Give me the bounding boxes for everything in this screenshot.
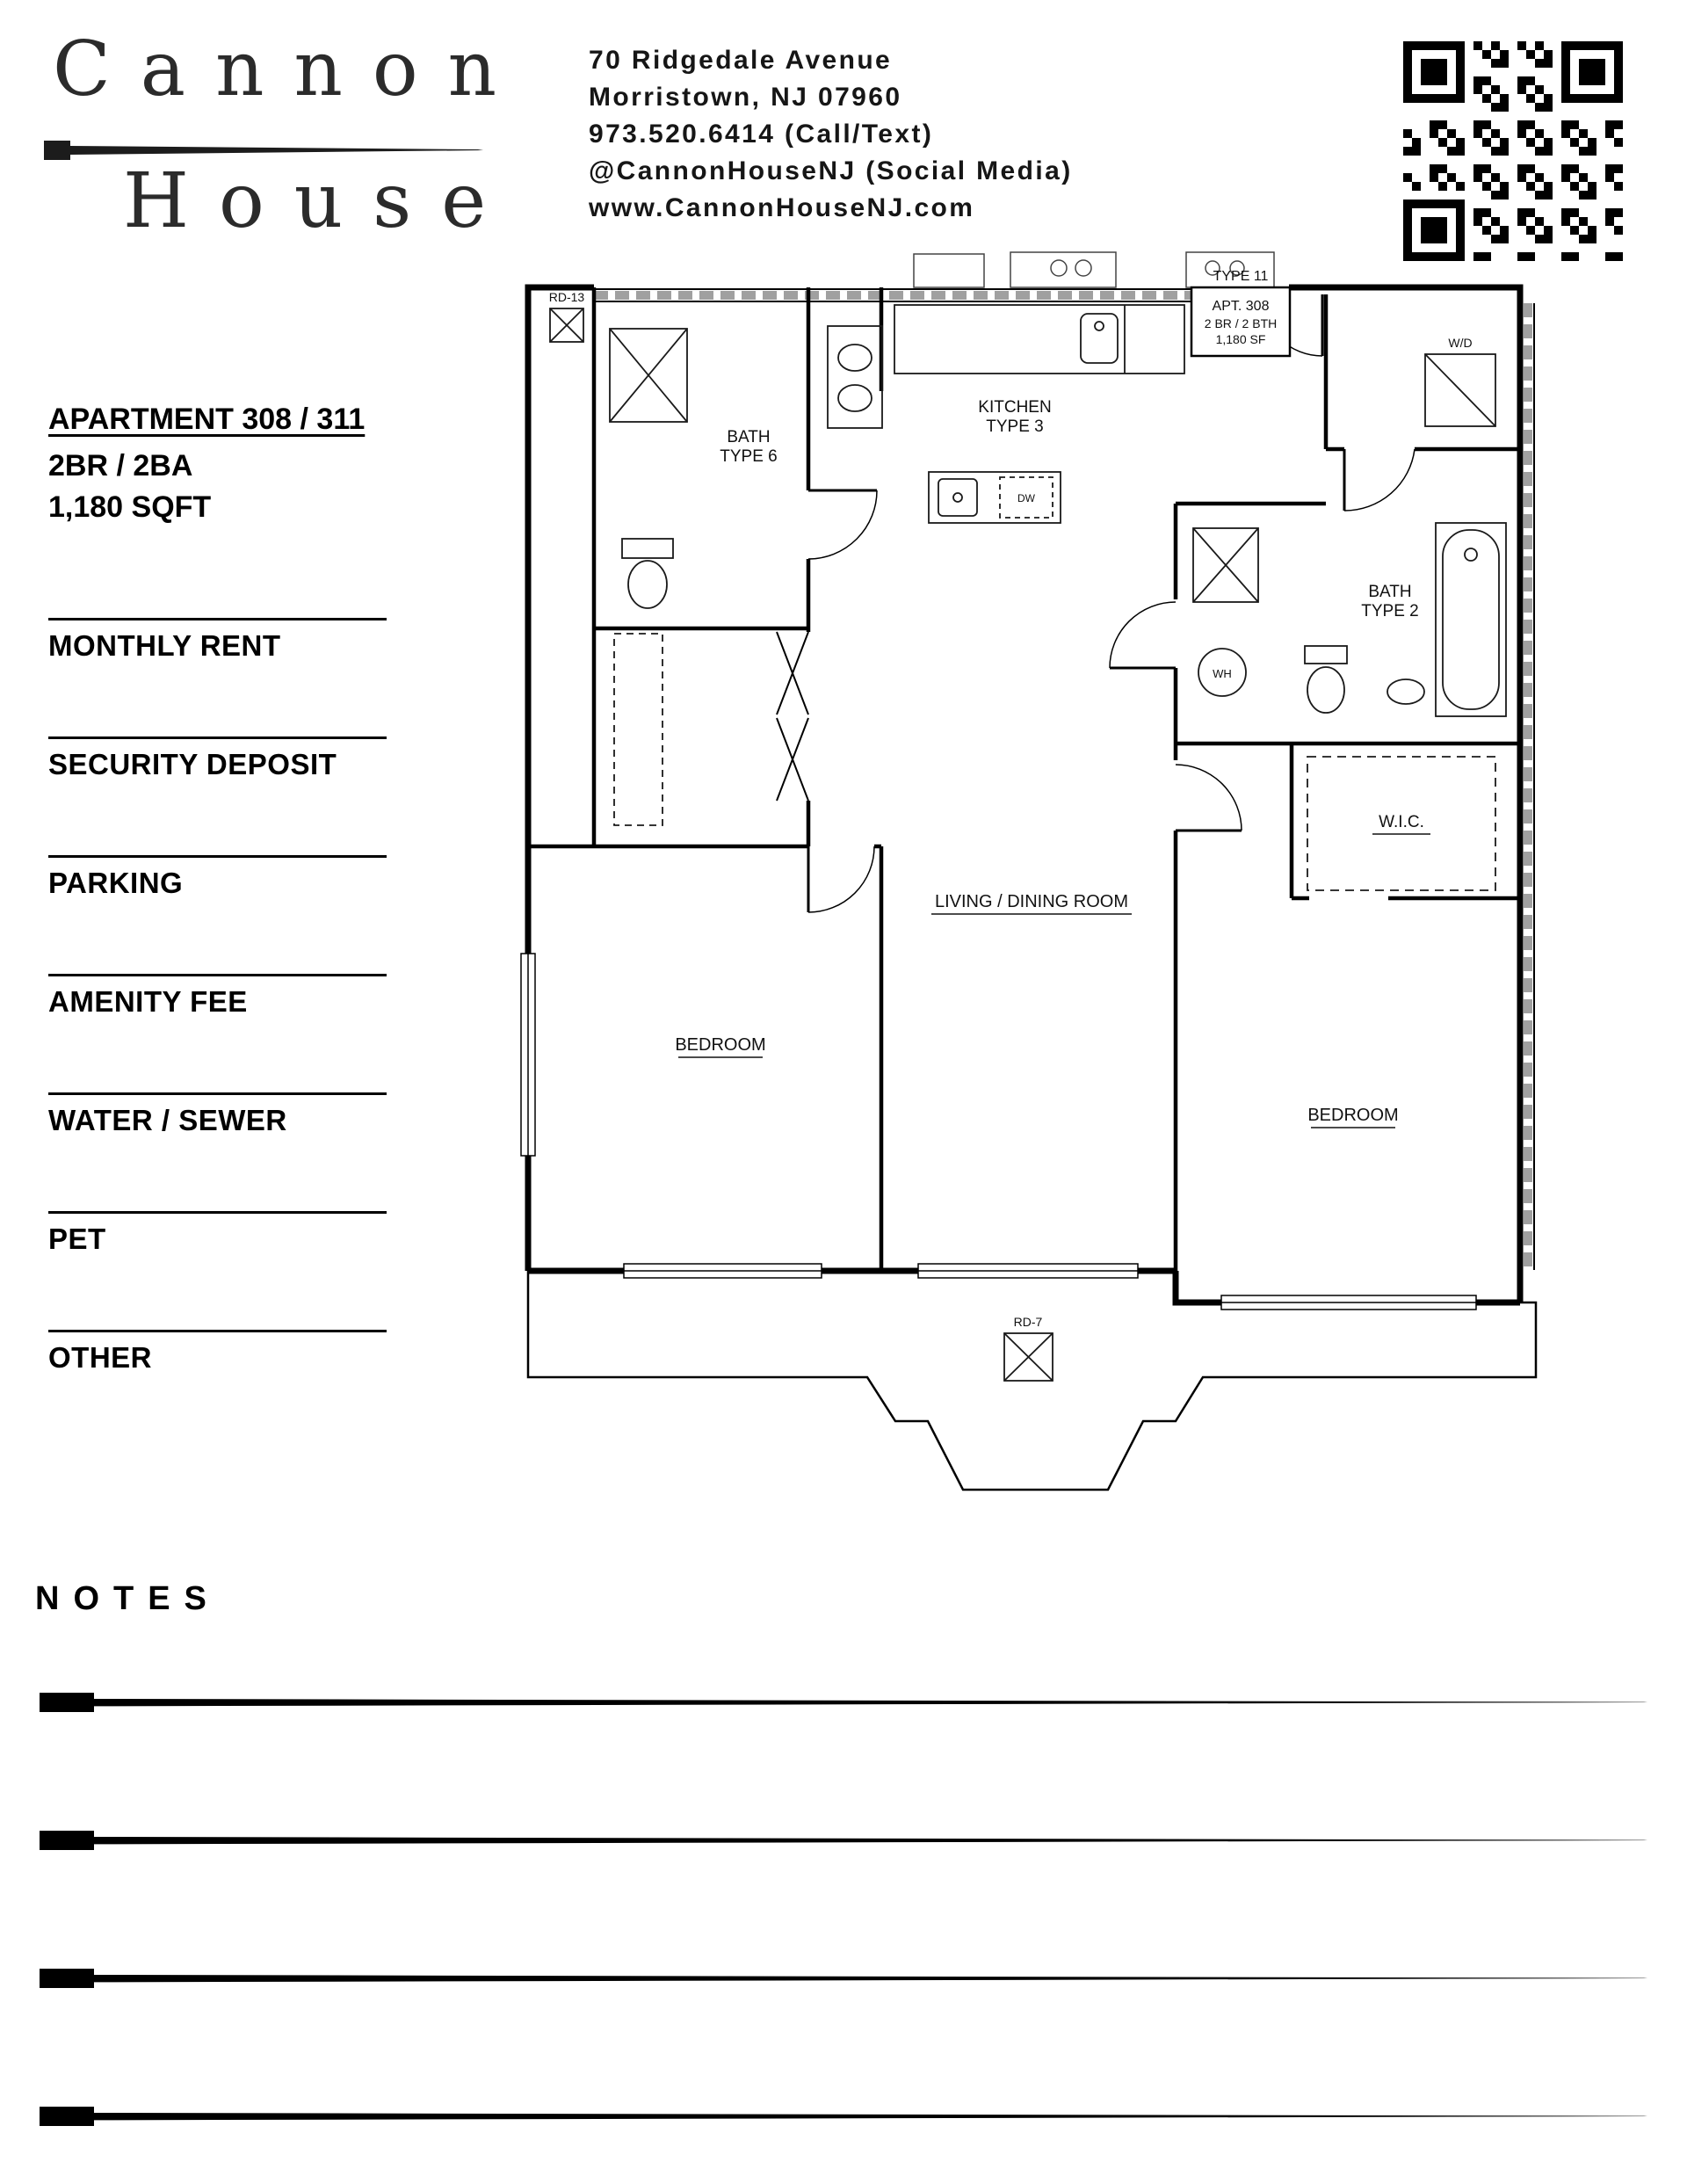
sink-icon bbox=[1387, 678, 1425, 705]
floorplan-labels: RD-13 TYPE 11 APT. 308 2 BR / 2 BTH 1,18… bbox=[549, 269, 1473, 1329]
closet-shelving bbox=[613, 633, 663, 826]
amenity-fee-field: AMENITY FEE bbox=[48, 974, 387, 1019]
field-label: PET bbox=[48, 1223, 106, 1255]
logo-arrow-icon bbox=[44, 141, 483, 160]
windows bbox=[520, 953, 1477, 1310]
fill-in-line bbox=[48, 618, 387, 620]
field-label: MONTHLY RENT bbox=[48, 629, 281, 662]
qr-code bbox=[1403, 41, 1623, 261]
fixtures bbox=[549, 304, 1507, 1382]
notes-title: NOTES bbox=[35, 1580, 221, 1617]
exterior-walls bbox=[525, 284, 1535, 1306]
water-heater-icon bbox=[1198, 648, 1247, 697]
bedroom-right-label: BEDROOM bbox=[1307, 1106, 1398, 1125]
rd7-label: RD-7 bbox=[1014, 1315, 1043, 1329]
logo: House bbox=[123, 163, 516, 239]
contact-phone: 973.520.6414 (Call/Text) bbox=[589, 120, 934, 149]
rd13-label: RD-13 bbox=[549, 290, 585, 304]
field-label: OTHER bbox=[48, 1341, 152, 1374]
dw-label: DW bbox=[1017, 492, 1036, 504]
notes-rule-line bbox=[40, 1693, 1647, 1712]
monthly-rent-field: MONTHLY RENT bbox=[48, 618, 387, 663]
field-label: WATER / SEWER bbox=[48, 1104, 287, 1136]
fill-in-line bbox=[48, 736, 387, 739]
bathtub-icon bbox=[1435, 522, 1507, 717]
wh-label: WH bbox=[1213, 667, 1232, 680]
lease-fields: MONTHLY RENT SECURITY DEPOSIT PARKING AM… bbox=[48, 618, 387, 1448]
logo-line1: Cannon bbox=[53, 25, 527, 113]
contact-social: @CannonHouseNJ (Social Media) bbox=[589, 156, 1073, 185]
bath2-label: BATH bbox=[1368, 583, 1411, 601]
fill-in-line bbox=[48, 1092, 387, 1095]
kitchen-counter bbox=[894, 304, 1185, 374]
apartment-beds-baths: 2BR / 2BA bbox=[48, 449, 193, 483]
logo-line2: House bbox=[123, 157, 517, 245]
vanity-sink-icon bbox=[827, 325, 883, 429]
living-room-label: LIVING / DINING ROOM bbox=[935, 892, 1128, 911]
fill-in-line bbox=[48, 1211, 387, 1214]
bath6-type-label: TYPE 6 bbox=[720, 447, 777, 466]
contact-website: www.CannonHouseNJ.com bbox=[589, 193, 975, 222]
fill-in-line bbox=[48, 974, 387, 976]
kitchen-island bbox=[928, 471, 1061, 524]
apt-tag-line2: 2 BR / 2 BTH bbox=[1205, 316, 1277, 330]
kitchen-label: KITCHEN bbox=[978, 398, 1051, 417]
interior-walls bbox=[528, 287, 1520, 1302]
security-deposit-field: SECURITY DEPOSIT bbox=[48, 736, 387, 781]
apt-tag-line3: 1,180 SF bbox=[1216, 332, 1266, 346]
toilet-icon bbox=[621, 538, 674, 609]
field-label: PARKING bbox=[48, 867, 184, 899]
other-field: OTHER bbox=[48, 1330, 387, 1375]
kitchen-type-label: TYPE 3 bbox=[986, 417, 1043, 436]
bath6-label: BATH bbox=[727, 428, 770, 446]
parking-field: PARKING bbox=[48, 855, 387, 900]
wd-label: W/D bbox=[1448, 336, 1472, 350]
floor-plan: RD-13 TYPE 11 APT. 308 2 BR / 2 BTH 1,18… bbox=[520, 251, 1538, 1491]
notes-rule-line bbox=[40, 1831, 1647, 1850]
field-label: AMENITY FEE bbox=[48, 985, 248, 1018]
roof-drain-rd7-icon bbox=[1003, 1332, 1053, 1382]
field-label: SECURITY DEPOSIT bbox=[48, 748, 337, 780]
wic-label: W.I.C. bbox=[1379, 813, 1424, 831]
shower-icon bbox=[1192, 527, 1259, 603]
roof-drain-rd13-icon bbox=[549, 308, 584, 343]
contact-address-line1: 70 Ridgedale Avenue bbox=[589, 46, 893, 75]
wic-shelving bbox=[1307, 756, 1496, 891]
neighbor-unit-fixtures bbox=[913, 251, 1275, 288]
bifold-doors bbox=[776, 631, 809, 802]
pet-field: PET bbox=[48, 1211, 387, 1256]
logo: Cannon bbox=[53, 32, 526, 107]
apartment-sqft: 1,180 SQFT bbox=[48, 490, 212, 524]
bath2-type-label: TYPE 2 bbox=[1361, 602, 1418, 620]
doors bbox=[807, 294, 1415, 913]
fill-in-line bbox=[48, 855, 387, 858]
apt-tag-line1: APT. 308 bbox=[1213, 299, 1270, 314]
roof-edge bbox=[526, 1271, 1538, 1491]
apartment-info: APARTMENT 308 / 311 2BR / 2BA 1,180 SQFT bbox=[48, 403, 365, 525]
water-sewer-field: WATER / SEWER bbox=[48, 1092, 387, 1137]
washer-dryer-icon bbox=[1424, 353, 1496, 427]
type11-label: TYPE 11 bbox=[1213, 269, 1269, 284]
contact-block: 70 Ridgedale Avenue Morristown, NJ 07960… bbox=[589, 42, 1073, 227]
bedroom-left-label: BEDROOM bbox=[675, 1035, 765, 1055]
toilet-icon bbox=[1304, 645, 1348, 714]
notes-rule-line bbox=[40, 2107, 1647, 2126]
notes-rule-line bbox=[40, 1969, 1647, 1988]
apartment-title: APARTMENT 308 / 311 bbox=[48, 403, 366, 436]
apartment-tag bbox=[1190, 286, 1292, 358]
shower-icon bbox=[609, 328, 688, 423]
fill-in-line bbox=[48, 1330, 387, 1332]
contact-address-line2: Morristown, NJ 07960 bbox=[589, 83, 902, 112]
